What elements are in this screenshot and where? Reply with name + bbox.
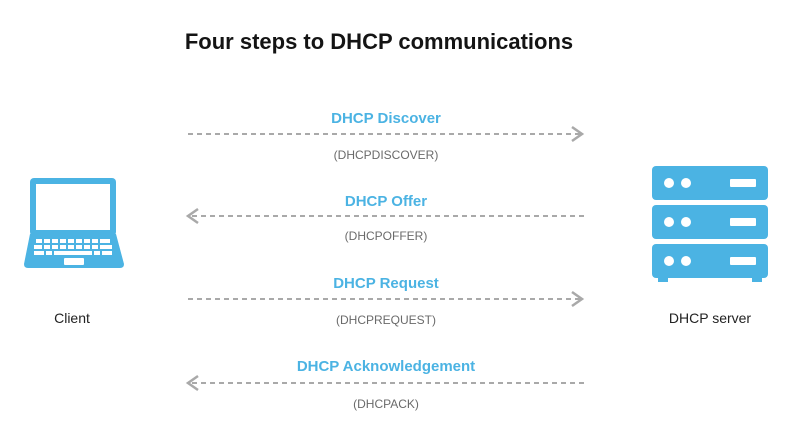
diagram-title: Four steps to DHCP communications	[184, 29, 574, 54]
step-request-label: DHCP Request	[333, 275, 439, 292]
step-discover-code: (DHCPDISCOVER)	[333, 148, 439, 162]
step-acknowledgement-label: DHCP Acknowledgement	[296, 358, 476, 375]
arrow-right-request	[188, 290, 585, 308]
server-rack-icon	[652, 166, 768, 282]
server-label: DHCP server	[668, 310, 752, 326]
arrow-right-discover	[188, 125, 585, 143]
step-offer-label: DHCP Offer	[344, 193, 428, 210]
step-discover-label: DHCP Discover	[331, 110, 441, 127]
step-acknowledgement-code: (DHCPACK)	[353, 397, 419, 411]
laptop-icon	[24, 178, 124, 268]
step-offer-code: (DHCPOFFER)	[344, 229, 428, 243]
arrow-left-acknowledgement	[185, 374, 586, 392]
arrow-left-offer	[185, 207, 586, 225]
step-request-code: (DHCPREQUEST)	[335, 313, 436, 327]
client-label: Client	[54, 310, 90, 326]
